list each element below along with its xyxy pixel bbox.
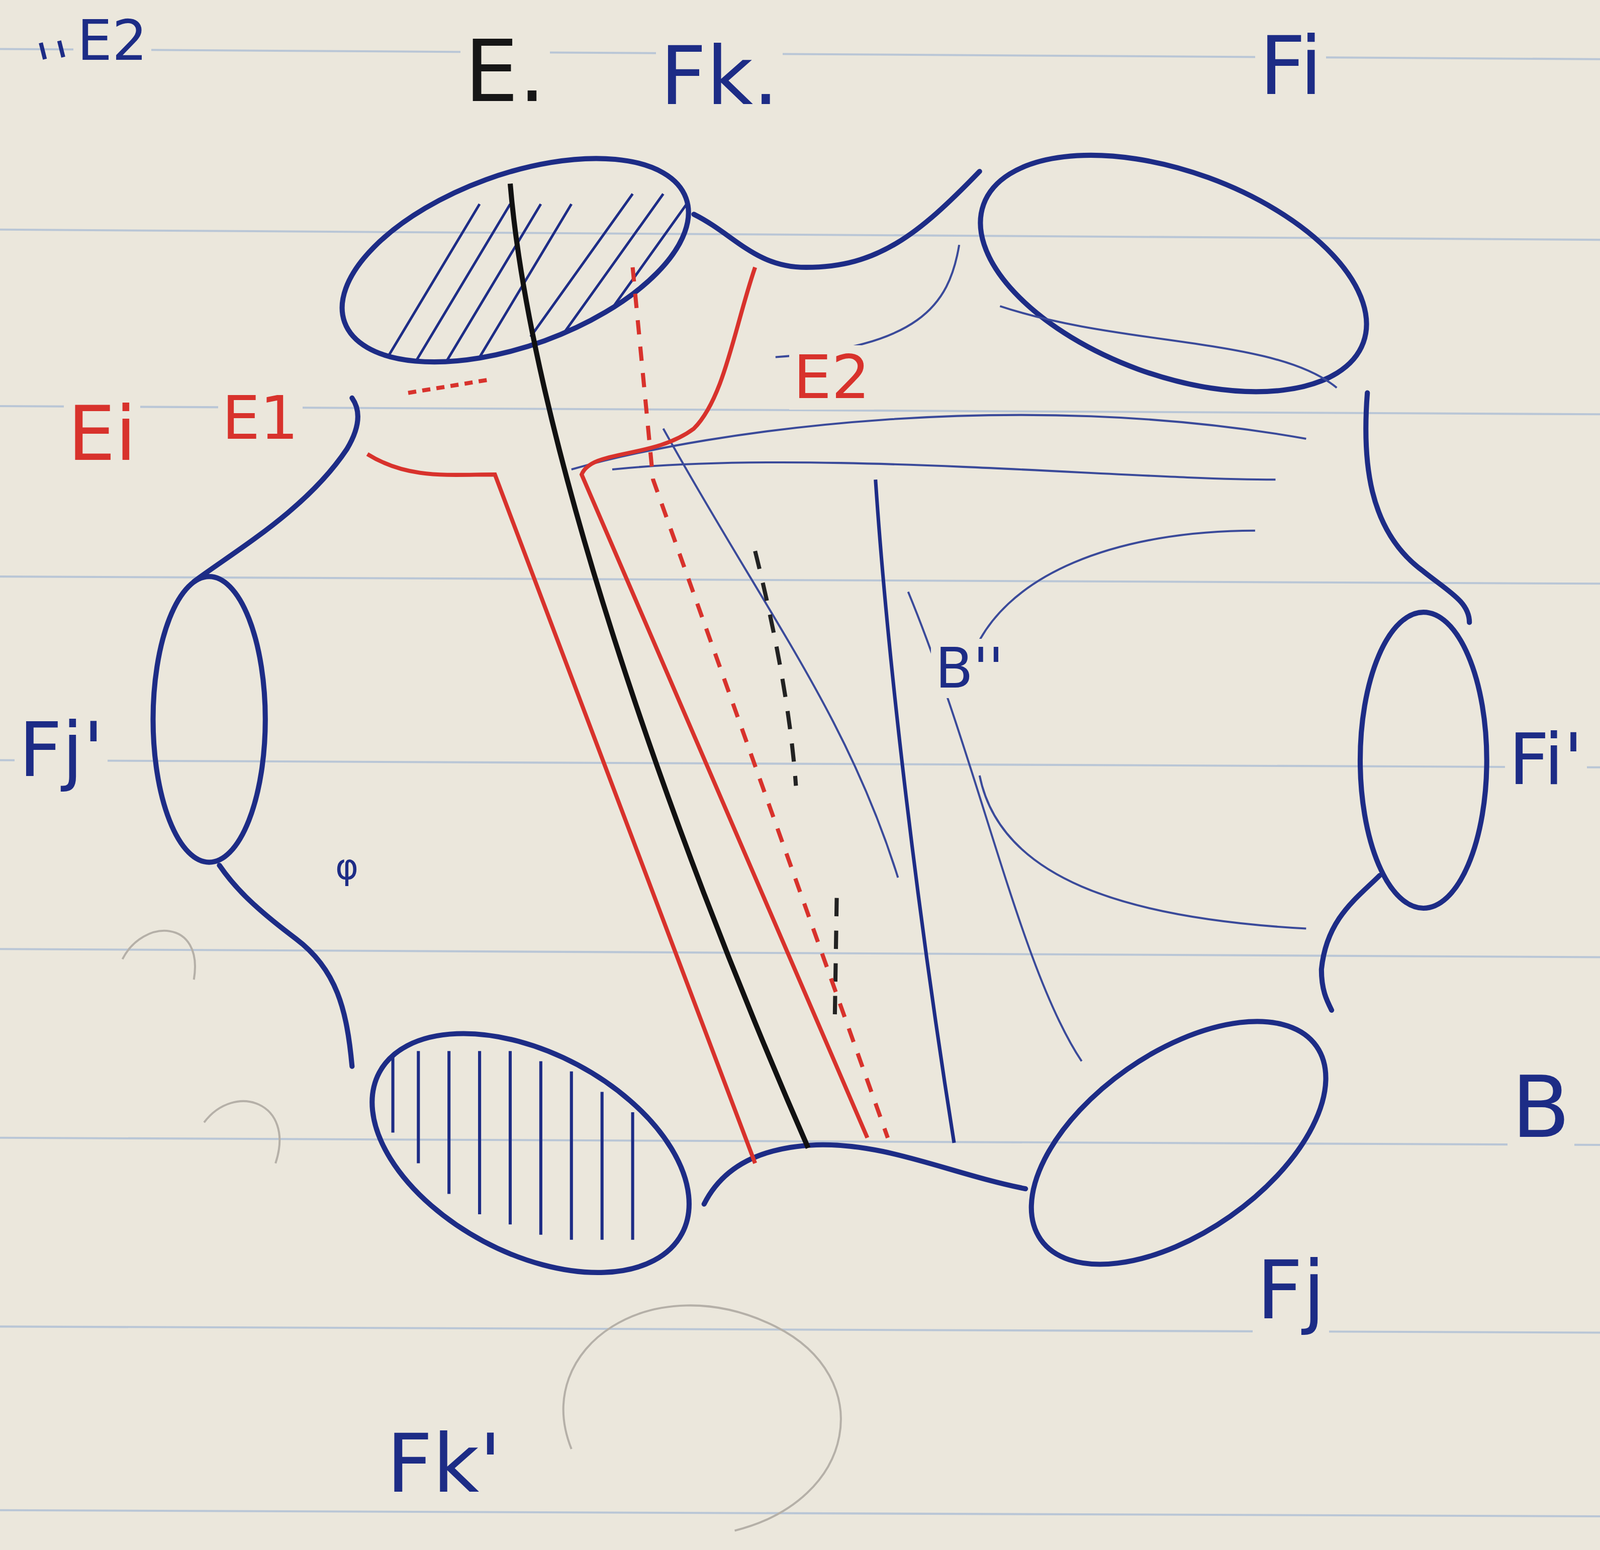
hatching [393, 1051, 633, 1241]
tick [59, 40, 64, 57]
outline-arc [219, 865, 352, 1067]
ruled-line [0, 1510, 1600, 1517]
pencil-stroke [563, 1305, 841, 1531]
label: Fk' [382, 1422, 506, 1507]
outline-arc [693, 171, 980, 268]
ruled-paper [0, 48, 1600, 1517]
ruled-line [0, 229, 1600, 240]
boundary-circle [1360, 612, 1487, 909]
interior-curve [979, 775, 1307, 929]
label: B'' [930, 638, 1008, 699]
label: E1 [218, 386, 303, 451]
dashed-line [755, 550, 796, 786]
black-line [510, 183, 809, 1149]
hatch-line [600, 1091, 604, 1240]
beta-curve [875, 479, 955, 1144]
hatch-line [447, 1051, 451, 1194]
pencil-stroke [204, 1101, 280, 1164]
interior-curve [908, 592, 1082, 1062]
tick [40, 42, 45, 59]
hatch-line [356, 204, 480, 409]
hatch-line [508, 1051, 512, 1225]
tick-marks [40, 40, 64, 60]
e-line [510, 183, 809, 1149]
boundary-circle [332, 984, 729, 1323]
hatch-line [631, 1112, 635, 1241]
outline-arc [1321, 875, 1380, 1011]
hatch-line [478, 1051, 482, 1215]
red-line [367, 453, 756, 1164]
hatch-line [530, 194, 633, 337]
red-dashed-line [408, 379, 490, 393]
label: B [1507, 1062, 1575, 1153]
pencil-sketch [122, 930, 841, 1532]
interior-curve [969, 530, 1255, 664]
dashed-line [834, 898, 837, 1026]
boundary-circle [948, 108, 1398, 439]
boundary-circle [152, 576, 265, 863]
interior-curve [612, 462, 1276, 480]
label: E2 [73, 11, 152, 71]
red-dashed-line [632, 267, 888, 1139]
hatch-line [560, 194, 664, 337]
ruled-line [0, 576, 1600, 584]
ruled-line [0, 48, 1600, 59]
label: Fj [1252, 1248, 1330, 1334]
label: Fi [1255, 24, 1327, 109]
boundary-circles [152, 108, 1487, 1323]
red-curves [367, 267, 888, 1164]
label: E. [460, 26, 550, 117]
hatch-line [416, 1051, 420, 1164]
interior-curve [999, 306, 1337, 388]
hatch-line [539, 1061, 543, 1235]
hatch-line [387, 204, 511, 409]
beta-line [875, 479, 955, 1144]
hatch-line [570, 1071, 574, 1241]
pencil-stroke [122, 930, 196, 980]
interior-curve [775, 244, 960, 357]
label: Ei [63, 394, 141, 474]
ruled-line [0, 949, 1600, 958]
label: φ [331, 847, 363, 887]
interior-curve [663, 428, 898, 878]
hatch-line [391, 1051, 395, 1133]
label: Fj' [14, 710, 108, 790]
label: Fi' [1504, 722, 1588, 798]
boundary-circle [315, 117, 716, 404]
interior-curves [571, 244, 1337, 1062]
label: E2 [789, 345, 874, 410]
hatch-line [591, 194, 694, 337]
ruled-line [0, 1326, 1600, 1333]
outline-arc [1365, 393, 1470, 623]
hatch-line [418, 204, 541, 409]
surface-outline [194, 171, 1470, 1205]
label: Fk. [655, 34, 783, 119]
